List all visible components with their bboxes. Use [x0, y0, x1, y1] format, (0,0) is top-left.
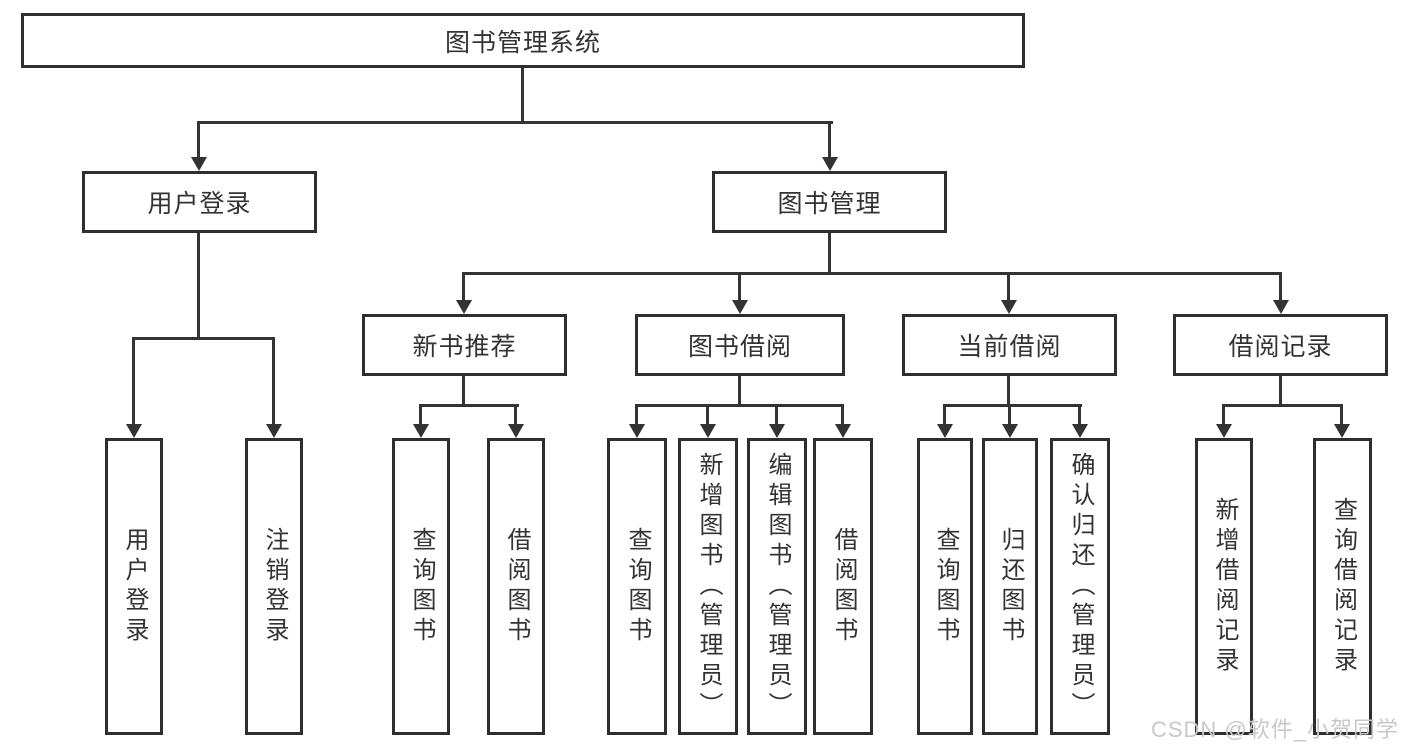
connector-borrowrecords-rail	[1222, 404, 1343, 407]
node-new-book-recommend: 新书推荐	[362, 314, 567, 376]
node-user-login: 用户登录	[82, 171, 317, 233]
arrowhead-add-books-admin	[700, 424, 716, 438]
connector-bookborrow-leaf4	[841, 404, 844, 426]
connector-to-currentborrow	[1007, 272, 1010, 302]
connector-borrowrecords-leaf2	[1340, 404, 1343, 426]
connector-recommend-rail	[419, 404, 519, 407]
leaf-add-books-admin: 新增图书（管理员）	[678, 438, 738, 735]
watermark-csdn: CSDN @软件_小贺同学	[1150, 717, 1399, 742]
node-book-management-label: 图书管理	[777, 190, 882, 218]
connector-recommend-stub	[462, 376, 465, 407]
arrowhead-leaf-user-login	[126, 424, 142, 438]
connector-recommend-leaf2	[514, 404, 517, 426]
node-borrow-records: 借阅记录	[1173, 314, 1388, 376]
node-borrow-records-label: 借阅记录	[1228, 333, 1333, 361]
arrowhead-query-books-current	[937, 424, 953, 438]
connector-bookmgmt-rail	[462, 272, 1282, 275]
node-book-management: 图书管理	[712, 171, 947, 233]
connector-borrowrecords-stub	[1279, 376, 1282, 407]
node-book-borrow-label: 图书借阅	[687, 333, 792, 361]
connector-currentborrow-rail	[943, 404, 1082, 407]
leaf-query-books-recommend: 查询图书	[392, 438, 450, 735]
node-user-login-label: 用户登录	[147, 190, 252, 218]
connector-to-bookborrow	[738, 272, 741, 302]
leaf-logout: 注销登录	[245, 438, 303, 735]
connector-bookmgmt-stub	[828, 233, 831, 274]
arrowhead-query-books-recommend	[413, 424, 429, 438]
leaf-edit-books-admin: 编辑图书（管理员）	[747, 438, 807, 735]
connector-recommend-leaf1	[419, 404, 422, 426]
connector-userlogin-stub	[197, 233, 200, 340]
connector-userlogin-leaf2	[272, 337, 275, 426]
arrowhead-return-books	[1002, 424, 1018, 438]
connector-root-to-book-mgmt	[828, 121, 831, 159]
node-new-book-recommend-label: 新书推荐	[412, 333, 517, 361]
node-root-label: 图书管理系统	[444, 28, 601, 57]
arrowhead-user-login	[191, 157, 207, 171]
node-current-borrow: 当前借阅	[902, 314, 1117, 376]
connector-root-rail	[197, 121, 833, 124]
connector-userlogin-leaf1	[132, 337, 135, 426]
arrowhead-borrow-books	[835, 424, 851, 438]
leaf-user-login: 用户登录	[105, 438, 163, 735]
leaf-add-borrow-record: 新增借阅记录	[1195, 438, 1253, 735]
arrowhead-leaf-logout	[266, 424, 282, 438]
leaf-confirm-return-admin: 确认归还（管理员）	[1050, 438, 1110, 735]
leaf-borrow-books-recommend: 借阅图书	[487, 438, 545, 735]
leaf-return-books: 归还图书	[982, 438, 1038, 735]
connector-bookborrow-leaf2	[706, 404, 709, 426]
connector-currentborrow-leaf3	[1078, 404, 1081, 426]
arrowhead-query-borrow-record	[1334, 424, 1350, 438]
node-current-borrow-label: 当前借阅	[957, 333, 1062, 361]
connector-bookborrow-leaf1	[635, 404, 638, 426]
connector-root-stub	[521, 68, 524, 123]
arrowhead-edit-books-admin	[769, 424, 785, 438]
connector-currentborrow-leaf2	[1008, 404, 1011, 426]
node-book-borrow: 图书借阅	[635, 314, 845, 376]
arrowhead-recommend	[456, 300, 472, 314]
arrowhead-query-books-borrow	[629, 424, 645, 438]
connector-currentborrow-stub	[1007, 376, 1010, 407]
connector-root-to-user-login	[197, 121, 200, 159]
node-root-library-system: 图书管理系统	[21, 13, 1025, 68]
leaf-query-borrow-record: 查询借阅记录	[1313, 438, 1372, 735]
arrowhead-currentborrow	[1001, 300, 1017, 314]
arrowhead-borrowrecords	[1273, 300, 1289, 314]
connector-borrowrecords-leaf1	[1222, 404, 1225, 426]
connector-userlogin-rail	[132, 337, 275, 340]
connector-bookborrow-leaf3	[775, 404, 778, 426]
connector-bookborrow-rail	[635, 404, 844, 407]
connector-to-borrowrecords	[1279, 272, 1282, 302]
arrowhead-bookborrow	[732, 300, 748, 314]
arrowhead-borrow-books-recommend	[508, 424, 524, 438]
connector-to-recommend	[462, 272, 465, 302]
arrowhead-add-borrow-record	[1216, 424, 1232, 438]
arrowhead-book-mgmt	[822, 157, 838, 171]
leaf-query-books-current: 查询图书	[917, 438, 973, 735]
leaf-borrow-books: 借阅图书	[813, 438, 873, 735]
arrowhead-confirm-return	[1072, 424, 1088, 438]
connector-currentborrow-leaf1	[943, 404, 946, 426]
connector-bookborrow-stub	[738, 376, 741, 407]
leaf-query-books-borrow: 查询图书	[607, 438, 667, 735]
